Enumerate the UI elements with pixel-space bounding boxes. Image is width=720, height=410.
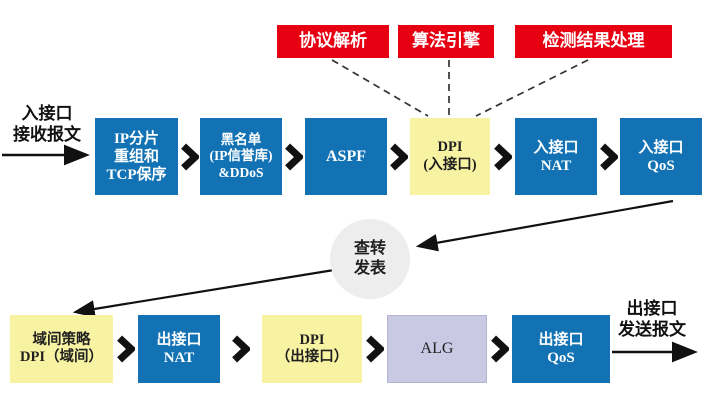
stage-label: 黑名单 (IP信誉库) &DDoS xyxy=(209,132,273,180)
chevron-right-icon xyxy=(230,335,250,363)
chevron-right-icon xyxy=(388,143,408,171)
stage-blacklist-ddos: 黑名单 (IP信誉库) &DDoS xyxy=(200,118,282,195)
chevron-right-icon xyxy=(492,143,512,171)
engine-box-label: 算法引擎 xyxy=(412,31,480,51)
stage-label: 出接口 QoS xyxy=(538,332,584,366)
stage-alg: ALG xyxy=(387,315,487,383)
chevron-right-icon xyxy=(283,143,303,171)
engine-box-label: 协议解析 xyxy=(299,31,367,51)
chevron-right-icon xyxy=(179,143,199,171)
stage-label: IP分片 重组和 TCP保序 xyxy=(106,130,167,183)
stage-inbound-nat: 入接口 NAT xyxy=(515,118,597,195)
engine-box-algorithm-engine: 算法引擎 xyxy=(398,25,494,58)
stage-label: 出接口 NAT xyxy=(156,332,202,366)
stage-label: DPI (入接口) xyxy=(423,139,477,173)
qos-to-forward-table-arrow xyxy=(415,199,674,252)
chevron-right-icon xyxy=(115,335,135,363)
stage-aspf: ASPF xyxy=(305,118,387,195)
stage-label: 入接口 QoS xyxy=(638,139,684,174)
stage-interzone-policy-dpi: 域间策略 DPI（域间） xyxy=(10,315,113,383)
outbound-packet-label: 出接口 发送报文 xyxy=(618,299,686,340)
stage-outbound-qos: 出接口 QoS xyxy=(512,315,610,383)
stage-ip-fragment-tcp-order: IP分片 重组和 TCP保序 xyxy=(95,118,178,195)
stage-inbound-qos: 入接口 QoS xyxy=(620,118,702,195)
inbound-packet-label: 入接口 接收报文 xyxy=(13,104,81,145)
chevron-right-icon xyxy=(364,335,384,363)
forward-table-lookup: 查转 发表 xyxy=(330,219,410,299)
chevron-right-icon xyxy=(598,143,618,171)
forward-table-label: 查转 发表 xyxy=(353,240,386,277)
dashed-connector xyxy=(331,59,589,117)
chevron-right-icon xyxy=(489,335,509,363)
stage-dpi-inbound: DPI (入接口) xyxy=(410,118,490,195)
stage-label: ALG xyxy=(420,340,454,358)
stage-label: ASPF xyxy=(326,147,366,165)
stage-outbound-nat: 出接口 NAT xyxy=(138,315,220,383)
engine-box-label: 检测结果处理 xyxy=(542,31,645,51)
stage-dpi-outbound: DPI （出接口） xyxy=(262,315,362,383)
stage-label: 域间策略 DPI（域间） xyxy=(20,331,103,365)
forward-table-to-interzone-arrow xyxy=(72,268,335,318)
stage-label: 入接口 NAT xyxy=(533,139,579,174)
engine-box-protocol-parse: 协议解析 xyxy=(277,25,389,58)
stage-label: DPI （出接口） xyxy=(275,331,349,365)
engine-box-detection-result: 检测结果处理 xyxy=(515,25,672,58)
